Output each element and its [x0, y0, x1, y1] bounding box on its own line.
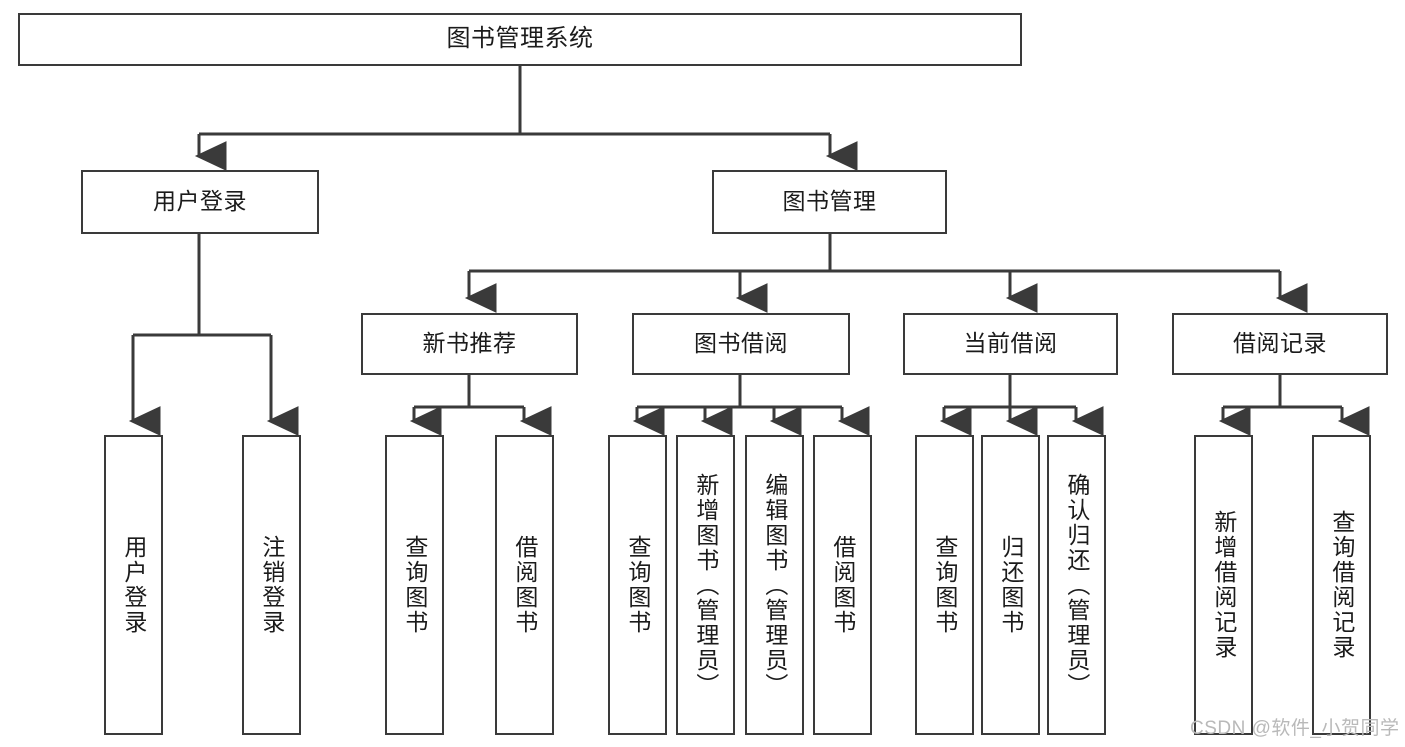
leaf-return-book[interactable]: 归还图书 [981, 435, 1040, 735]
node-label: 查询借阅记录 [1328, 510, 1355, 660]
leaf-edit-book[interactable]: 编辑图书（管理员） [745, 435, 804, 735]
node-label: 用户登录 [120, 535, 147, 635]
leaf-query-book-3[interactable]: 查询图书 [915, 435, 974, 735]
leaf-add-book[interactable]: 新增图书（管理员） [676, 435, 735, 735]
node-book-management[interactable]: 图书管理 [712, 170, 947, 234]
leaf-user-login[interactable]: 用户登录 [104, 435, 163, 735]
node-label: 查询图书 [401, 535, 428, 635]
node-book-borrow[interactable]: 图书借阅 [632, 313, 850, 375]
node-label: 归还图书 [997, 535, 1024, 635]
leaf-borrow-book-2[interactable]: 借阅图书 [813, 435, 872, 735]
node-label: 图书管理系统 [446, 25, 594, 53]
node-label: 查询图书 [931, 535, 958, 635]
node-label: 查询图书 [624, 535, 651, 635]
node-label: 当前借阅 [963, 330, 1058, 357]
node-borrow-record[interactable]: 借阅记录 [1172, 313, 1388, 375]
node-label: 图书管理 [782, 188, 877, 215]
watermark-text: CSDN @软件_小贺同学 [1190, 718, 1400, 739]
leaf-query-book-2[interactable]: 查询图书 [608, 435, 667, 735]
node-label: 借阅图书 [829, 535, 856, 635]
node-label: 用户登录 [153, 188, 247, 215]
node-current-borrow[interactable]: 当前借阅 [903, 313, 1118, 375]
node-label: 注销登录 [258, 535, 285, 635]
leaf-query-record[interactable]: 查询借阅记录 [1312, 435, 1371, 735]
node-label: 新增图书（管理员） [692, 472, 719, 698]
node-user-login[interactable]: 用户登录 [81, 170, 319, 234]
node-label: 确认归还（管理员） [1063, 472, 1090, 698]
node-label: 新增借阅记录 [1210, 510, 1237, 660]
node-new-book-recommend[interactable]: 新书推荐 [361, 313, 578, 375]
node-label: 编辑图书（管理员） [761, 472, 788, 698]
leaf-add-record[interactable]: 新增借阅记录 [1194, 435, 1253, 735]
leaf-borrow-book-1[interactable]: 借阅图书 [495, 435, 554, 735]
node-root-system[interactable]: 图书管理系统 [18, 13, 1022, 66]
node-label: 新书推荐 [422, 330, 517, 357]
node-label: 借阅记录 [1233, 330, 1327, 357]
leaf-query-book-1[interactable]: 查询图书 [385, 435, 444, 735]
node-label: 图书借阅 [694, 330, 788, 357]
leaf-confirm-return[interactable]: 确认归还（管理员） [1047, 435, 1106, 735]
leaf-logout-login[interactable]: 注销登录 [242, 435, 301, 735]
node-label: 借阅图书 [511, 535, 538, 635]
